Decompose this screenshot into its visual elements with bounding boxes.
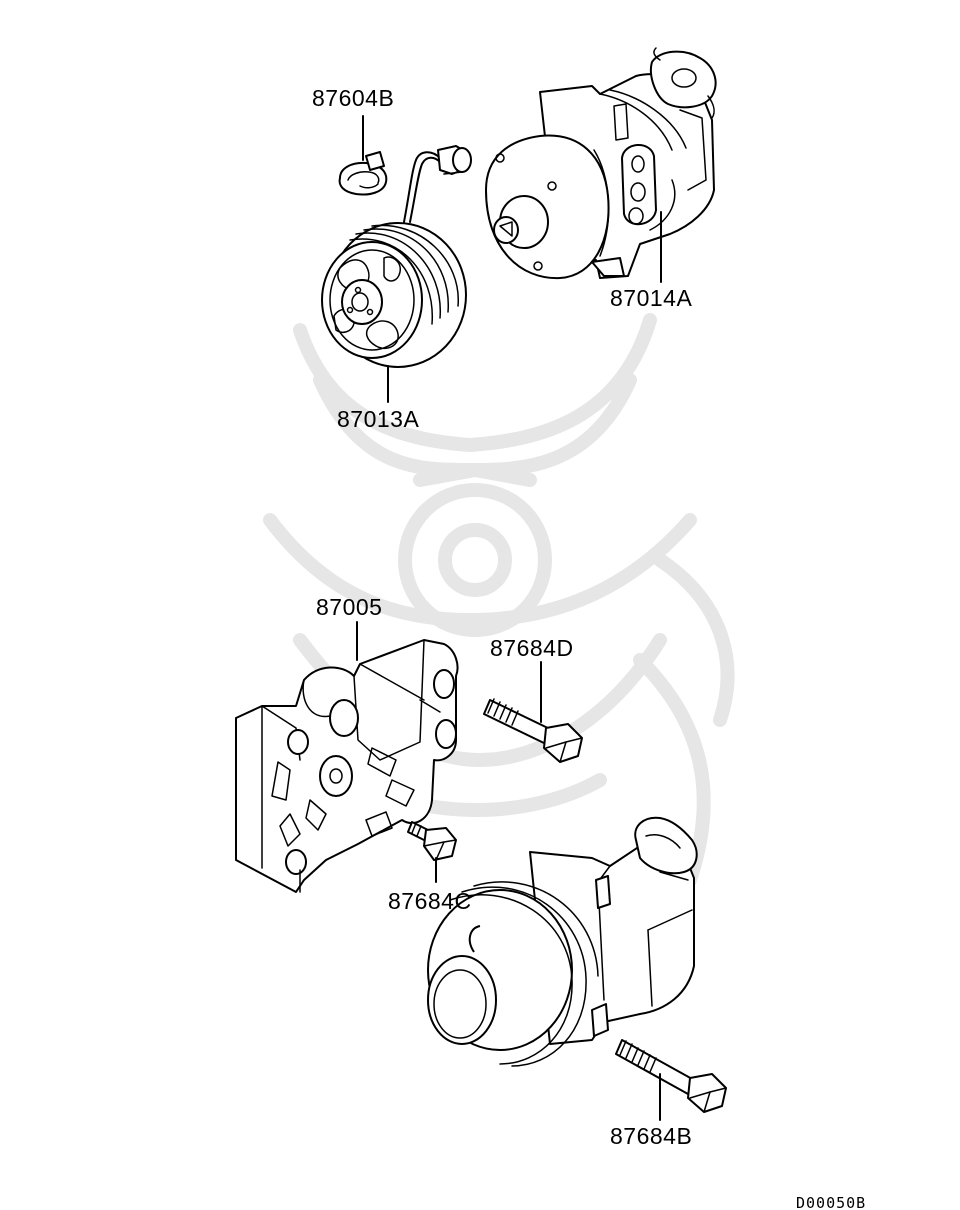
part-87604B-clip[interactable] [338, 151, 388, 196]
part-87013A-clutch-pulley[interactable] [321, 145, 472, 368]
part-87005-bracket[interactable] [235, 639, 459, 893]
part-87684D-bolt[interactable] [483, 698, 583, 763]
label-87684C: 87684C [388, 888, 472, 914]
label-87014A: 87014A [610, 285, 692, 311]
label-87604B: 87604B [312, 85, 394, 111]
watermark-emblem [263, 313, 735, 887]
part-compressor-bottom [427, 816, 698, 1067]
label-87005: 87005 [316, 594, 382, 620]
label-87013A: 87013A [337, 406, 419, 432]
diagram-code: D00050B [796, 1194, 866, 1210]
label-87684B: 87684B [610, 1123, 692, 1149]
label-87684D: 87684D [490, 635, 574, 661]
part-87684B-bolt[interactable] [615, 1039, 727, 1113]
leader-lines [356, 115, 662, 1121]
part-87684C-bolt[interactable] [407, 821, 457, 861]
part-87014A-compressor[interactable] [485, 47, 717, 280]
